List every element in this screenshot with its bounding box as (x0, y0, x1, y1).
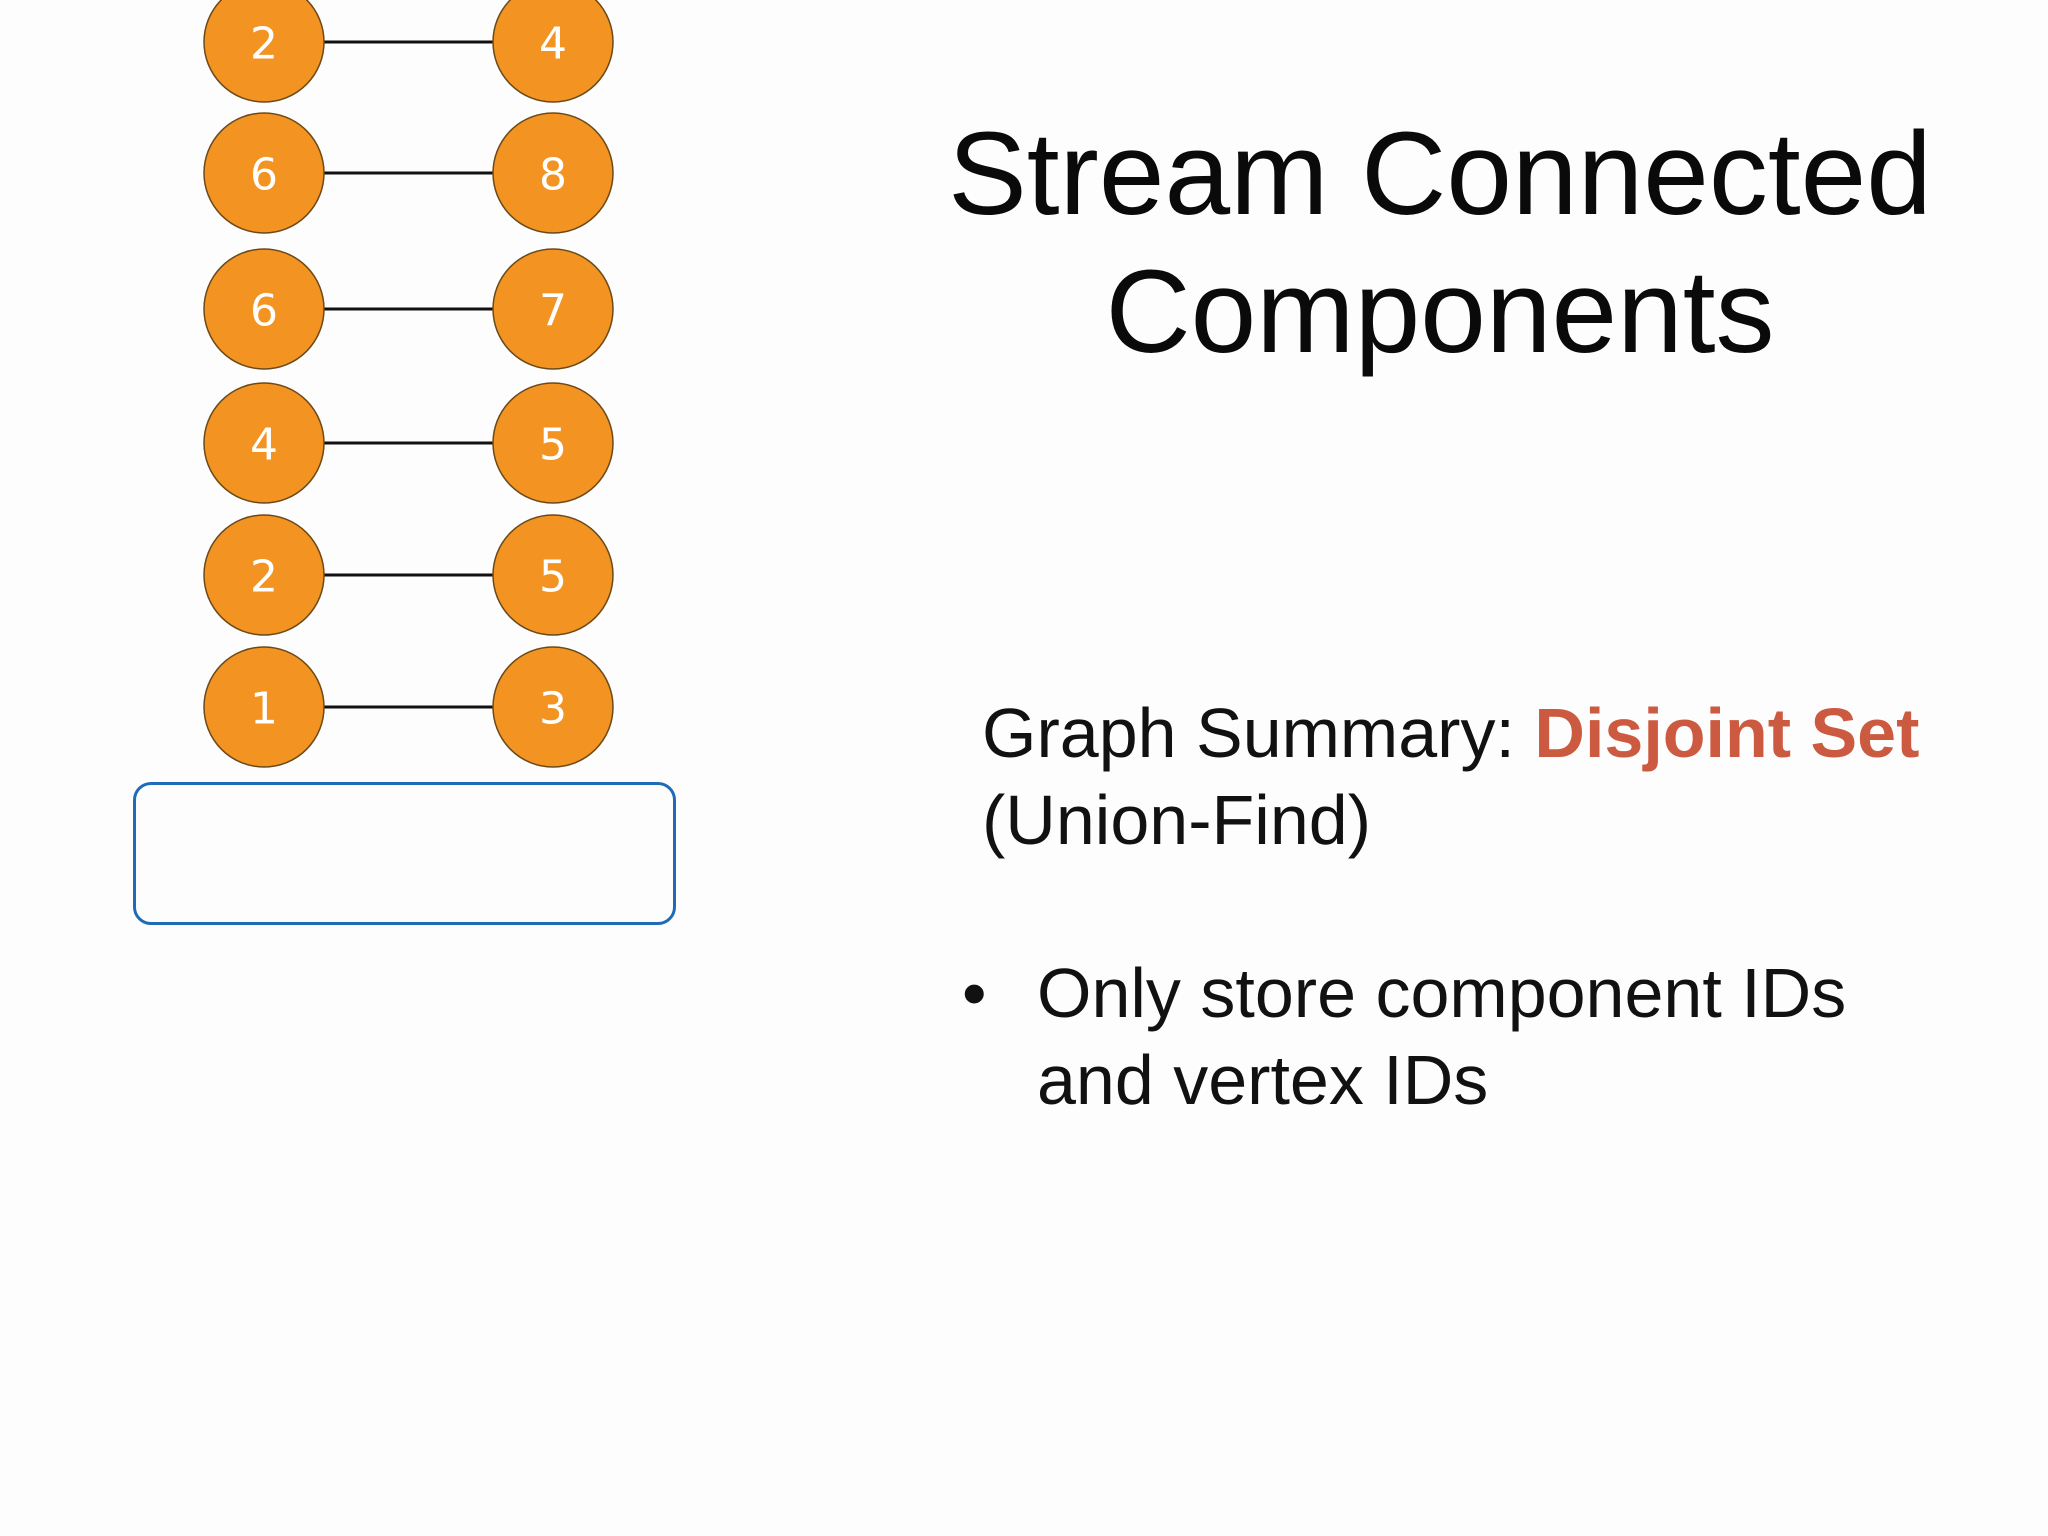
bullet-marker: • (962, 954, 987, 1032)
vertex-node-source (203, 0, 325, 103)
summary-prefix: Graph Summary: (982, 694, 1535, 772)
vertex-label: 7 (539, 286, 567, 337)
vertex-label: 2 (250, 552, 278, 603)
bullet-list: • Only store component IDs and vertex IDs (962, 950, 1962, 1124)
vertex-node-target (492, 646, 614, 768)
vertex-label: 3 (539, 684, 567, 735)
vertex-node-source (203, 112, 325, 234)
vertex-node-target (492, 0, 614, 103)
vertex-label: 8 (539, 150, 567, 201)
vertex-node-source (203, 514, 325, 636)
graph-summary-box (133, 782, 676, 925)
vertex-node-source (203, 646, 325, 768)
summary-suffix: (Union-Find) (982, 781, 1371, 859)
vertex-label: 5 (539, 552, 567, 603)
title-line-2: Components (1105, 246, 1775, 378)
vertex-label: 1 (250, 684, 278, 735)
summary-highlight: Disjoint Set (1534, 694, 1920, 772)
vertex-node-target (492, 514, 614, 636)
vertex-node-target (492, 112, 614, 234)
bullet-text: Only store component IDs and vertex IDs (1037, 954, 1847, 1119)
vertex-node-target (492, 248, 614, 370)
vertex-label: 2 (250, 19, 278, 70)
vertex-label: 5 (539, 420, 567, 471)
vertex-label: 4 (539, 19, 567, 70)
vertex-node-target (492, 382, 614, 504)
vertex-node-source (203, 248, 325, 370)
vertex-label: 6 (250, 150, 278, 201)
slide-title: Stream Connected Components (900, 105, 1980, 381)
vertex-label: 4 (250, 420, 278, 471)
vertex-node-source (203, 382, 325, 504)
graph-summary-text: Graph Summary: Disjoint Set (Union-Find) (982, 690, 1962, 864)
title-line-1: Stream Connected (948, 108, 1932, 240)
vertex-label: 6 (250, 286, 278, 337)
bullet-item: • Only store component IDs and vertex IDs (962, 950, 1962, 1124)
